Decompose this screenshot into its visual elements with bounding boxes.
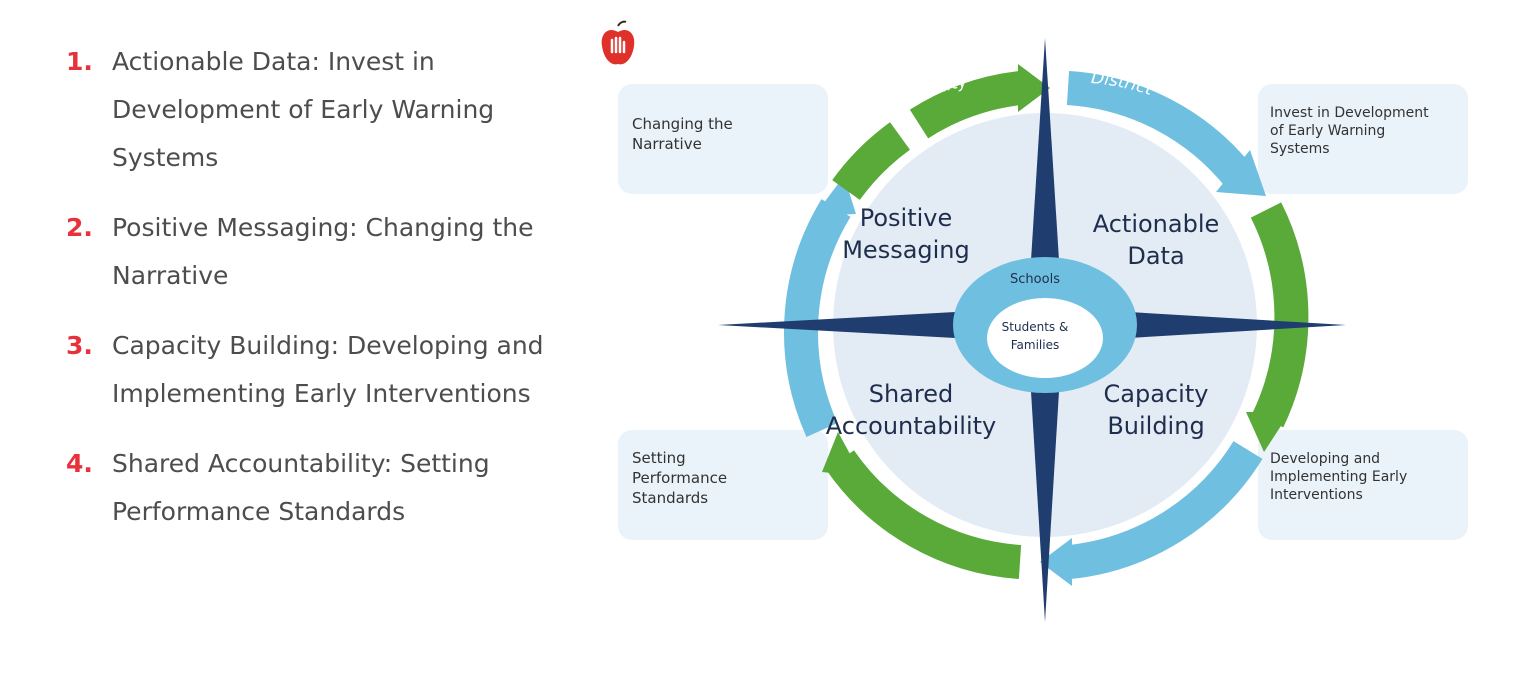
bottom-left-arrow [826,450,1022,579]
community-arrow [909,71,1023,139]
strategy-text: Capacity Building: Developing and Implem… [112,331,544,408]
note-changing-narrative: Changing the Narrative [618,84,828,194]
strategy-list: 1. Actionable Data: Invest in Developmen… [66,38,606,558]
strategy-item: 4. Shared Accountability: Setting Perfor… [66,440,606,536]
quadrant-line: Actionable [1092,210,1220,238]
top-left-cycle-arrow [832,122,911,201]
note-line: Systems [1270,141,1330,157]
quadrant-positive-messaging: Positive Messaging [806,202,1006,266]
students-families-circle [987,298,1103,378]
note-line: Narrative [632,135,702,153]
strategy-number: 4. [66,449,93,478]
cycle-graphic: Community District [718,38,1346,622]
quadrant-actionable-data: Actionable Data [1056,208,1256,272]
bottom-left-arrowhead [822,432,862,476]
right-cycle-arrow [1250,202,1309,428]
strategy-number: 2. [66,213,93,242]
quadrant-shared-accountability: Shared Accountability [806,378,1016,442]
bottom-right-arrowhead [1040,538,1072,586]
strategy-text: Shared Accountability: Setting Performan… [112,449,490,526]
center-line: Families [1010,338,1060,352]
note-line: Setting [632,449,686,467]
strategy-number: 3. [66,331,93,360]
note-line: Invest in Development [1270,105,1429,121]
note-early-interventions: Developing and Implementing Early Interv… [1258,430,1468,540]
quadrant-line: Shared [868,380,954,408]
note-line: Changing the [632,115,733,133]
community-arrowhead [1018,64,1050,112]
note-performance-standards: Setting Performance Standards [618,430,828,540]
apple-logo-icon: 3 [601,20,635,67]
district-arrowhead [1216,150,1266,196]
students-families-label: Students & Families [983,318,1087,354]
quadrant-line: Messaging [842,236,970,264]
strategy-text: Actionable Data: Invest in Development o… [112,47,495,172]
note-line: Implementing Early [1270,469,1408,485]
note-line: Interventions [1270,487,1363,503]
strategy-cycle-diagram: Changing the Narrative Invest in Develop… [600,20,1500,660]
page-number: 3 [629,57,635,67]
note-early-warning: Invest in Development of Early Warning S… [1258,84,1468,194]
right-cycle-arrowhead [1246,412,1290,452]
quadrant-line: Data [1127,242,1185,270]
district-arrow [1066,71,1254,189]
quadrant-capacity-building: Capacity Building [1056,378,1256,442]
schools-label: Schools [1010,272,1060,287]
note-line: Standards [632,489,709,507]
strategy-item: 1. Actionable Data: Invest in Developmen… [66,38,606,182]
strategy-item: 3. Capacity Building: Developing and Imp… [66,322,606,418]
note-line: of Early Warning [1270,123,1386,139]
quadrant-line: Positive [859,204,953,232]
strategy-text: Positive Messaging: Changing the Narrati… [112,213,534,290]
strategy-item: 2. Positive Messaging: Changing the Narr… [66,204,606,300]
strategy-number: 1. [66,47,93,76]
quadrant-line: Building [1107,412,1205,440]
quadrant-line: Capacity [1103,380,1209,408]
left-cycle-arrow [784,199,851,437]
note-line: Developing and [1270,451,1381,467]
note-line: Performance [632,469,728,487]
quadrant-line: Accountability [825,412,997,440]
bottom-right-arrow [1067,440,1263,579]
center-line: Students & [1001,320,1069,334]
